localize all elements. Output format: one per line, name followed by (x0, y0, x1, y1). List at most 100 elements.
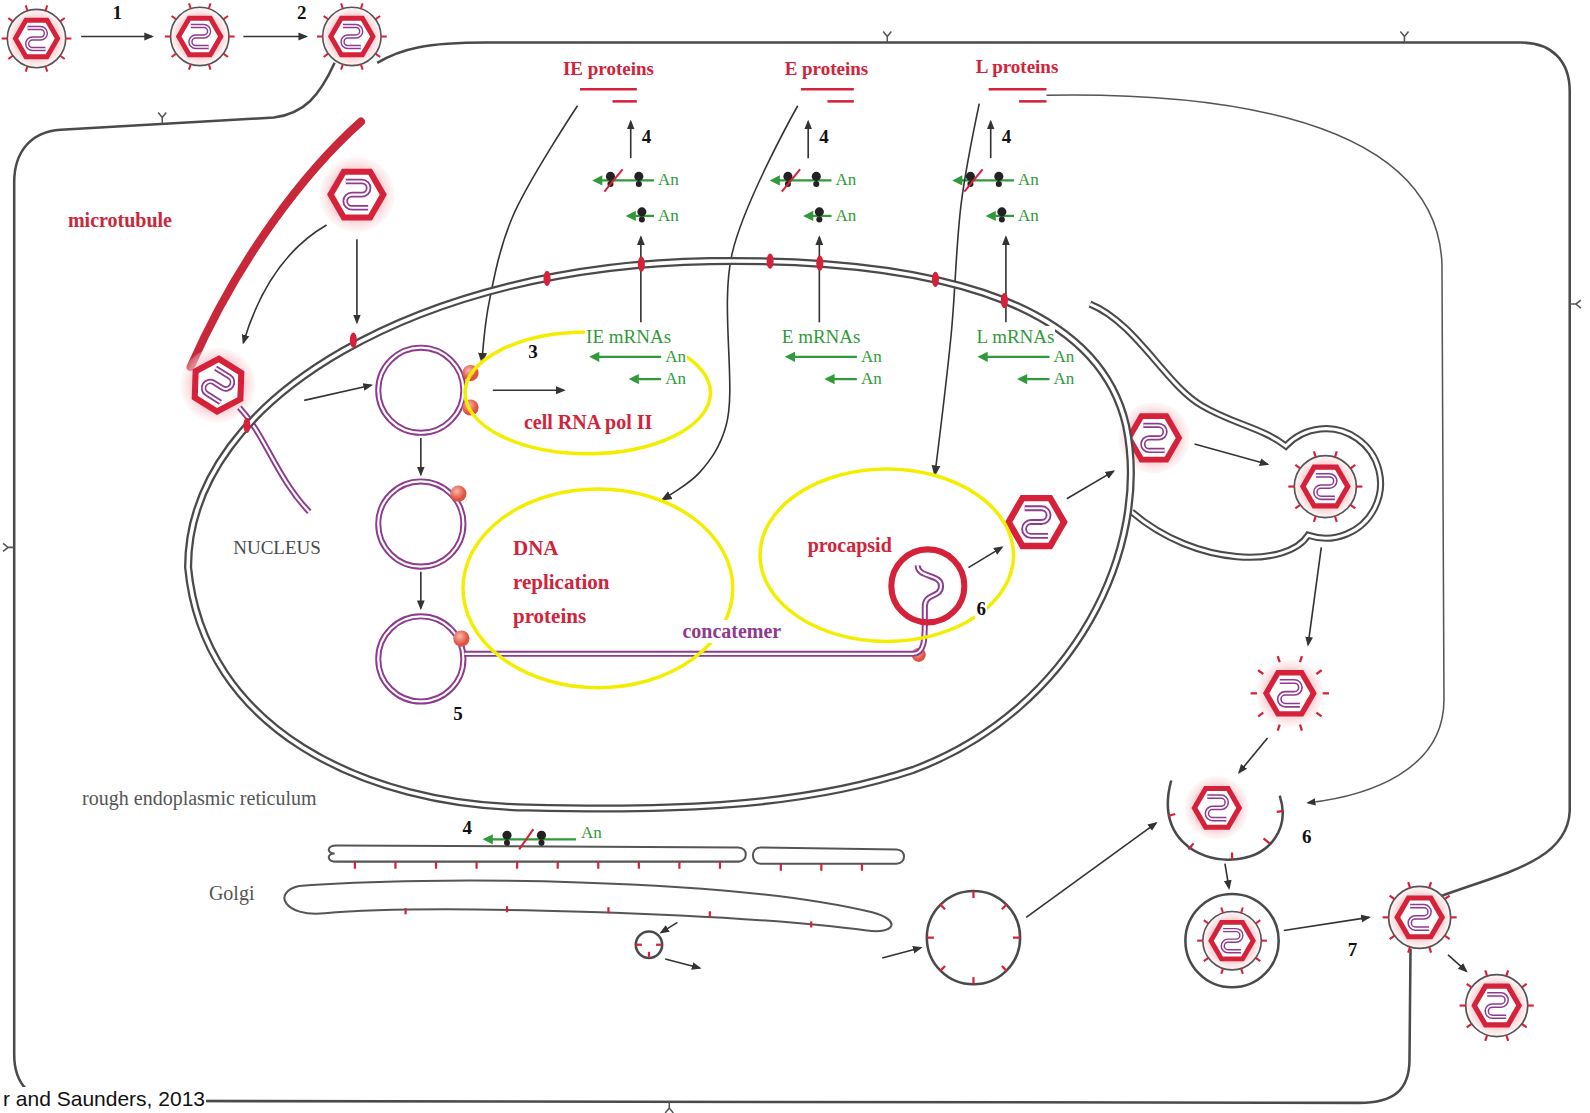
highlight-label: cell RNA pol II (524, 411, 652, 434)
export-arrow (1005, 237, 1007, 322)
nuclear-pore (816, 256, 823, 271)
wrapping-membrane (1168, 781, 1283, 860)
virion (317, 3, 387, 69)
step-arrow (243, 225, 326, 343)
step-number: 7 (1347, 939, 1359, 961)
virion (2, 5, 72, 71)
virion (1288, 451, 1362, 521)
mrna-label: IE mRNAs (585, 326, 672, 348)
connector-arrow (482, 106, 578, 363)
glycoprotein-ticks (927, 891, 1020, 984)
organelle-label: Golgi (208, 882, 256, 905)
er-ribosome-mrna (483, 829, 576, 849)
highlight-ellipse: DNA replication proteins (461, 487, 735, 690)
circular-genome (378, 348, 463, 702)
small-vesicle (636, 932, 662, 958)
nuclear-mrna (978, 352, 1050, 384)
polya-tail: An (835, 206, 858, 226)
virion (165, 3, 235, 69)
glycoprotein-ticks (1168, 811, 1284, 860)
tegumented-capsid (1251, 656, 1329, 731)
step-arrow (1067, 471, 1114, 498)
glycoprotein-vesicle (927, 891, 1020, 984)
step-number: 4 (641, 126, 653, 148)
wrapping-capsid (1185, 776, 1249, 840)
protein-label: L proteins (976, 56, 1059, 78)
polya-tail: An (657, 206, 680, 226)
export-arrow (819, 237, 821, 322)
virion (1460, 970, 1534, 1040)
export-arrow (640, 237, 642, 322)
plasma-membrane (14, 63, 1410, 1103)
organelle-label: rough endoplasmic reticulum (81, 787, 317, 810)
step-number: 1 (112, 2, 124, 24)
step-arrow (661, 922, 677, 932)
step-number: 6 (975, 598, 987, 620)
step-arrow (356, 239, 358, 322)
rough-er (753, 847, 904, 863)
highlight-label: DNA replication proteins (513, 532, 643, 633)
l-protein-route (1046, 95, 1444, 803)
step-arrow (1195, 444, 1268, 464)
step-arrow (1026, 823, 1156, 917)
polya-tail: An (860, 347, 883, 367)
perinuclear-membrane (1090, 304, 1380, 557)
protein-label: E proteins (785, 58, 869, 80)
polya-tail: An (1017, 170, 1040, 190)
step-number: 5 (452, 703, 464, 725)
nuclear-mrna (785, 352, 857, 384)
step-number: 4 (461, 817, 473, 839)
translated-mrna (770, 122, 832, 223)
structure-label: microtubule (67, 209, 173, 232)
polya-tail: An (1053, 369, 1076, 389)
receptor-symbols (3, 31, 1581, 1113)
plasma-membrane (377, 43, 1570, 897)
nuclear-membrane (188, 261, 1131, 809)
polya-tail: An (1017, 206, 1040, 226)
nuclear-membrane (188, 261, 1131, 809)
polya-tail: An (657, 170, 680, 190)
step-arrow (882, 948, 921, 958)
highlight-ring (760, 469, 1014, 641)
step-arrow (968, 547, 1001, 567)
perinuclear-membrane (1090, 304, 1380, 557)
polya-tail: An (580, 823, 603, 843)
step-arrow (665, 959, 699, 968)
virion (1383, 882, 1457, 952)
translated-mrna (592, 122, 654, 223)
nuclear-pore (931, 272, 938, 287)
nuclear-pore (1000, 293, 1007, 308)
structure-label: concatemer (681, 620, 782, 643)
protein-group: IE proteins (557, 55, 660, 106)
polya-tail: An (1053, 347, 1076, 367)
source-citation: r and Saunders, 2013 (2, 1087, 206, 1111)
step-number: 3 (527, 341, 539, 363)
step-arrow (1225, 864, 1229, 888)
nuclear-mrna (589, 352, 661, 384)
polya-tail: An (860, 369, 883, 389)
mrna-label: E mRNAs (781, 326, 862, 348)
nuclear-pore (637, 257, 644, 272)
microtubule-fiber (191, 122, 361, 367)
polya-tail: An (835, 170, 858, 190)
highlight-ring (465, 332, 710, 454)
step-number: 4 (1001, 126, 1013, 148)
connector-arrow (662, 106, 798, 500)
protein-group: E proteins (779, 55, 875, 106)
virion (1197, 908, 1267, 974)
nuclear-pore (543, 271, 550, 286)
protein-group: L proteins (970, 53, 1065, 104)
nuclear-pore (766, 254, 773, 269)
compartment-label: NUCLEUS (233, 537, 321, 559)
highlight-ring (463, 489, 733, 688)
step-arrow (420, 438, 422, 474)
nuclear-pore (243, 418, 250, 433)
capsid (1009, 498, 1064, 546)
step-arrow (1448, 955, 1466, 971)
procapsid-shell (891, 549, 964, 622)
polya-tail: An (664, 347, 687, 367)
step-arrow (243, 36, 306, 38)
glycoprotein-ticks (355, 862, 862, 871)
step-arrow (1239, 738, 1267, 772)
